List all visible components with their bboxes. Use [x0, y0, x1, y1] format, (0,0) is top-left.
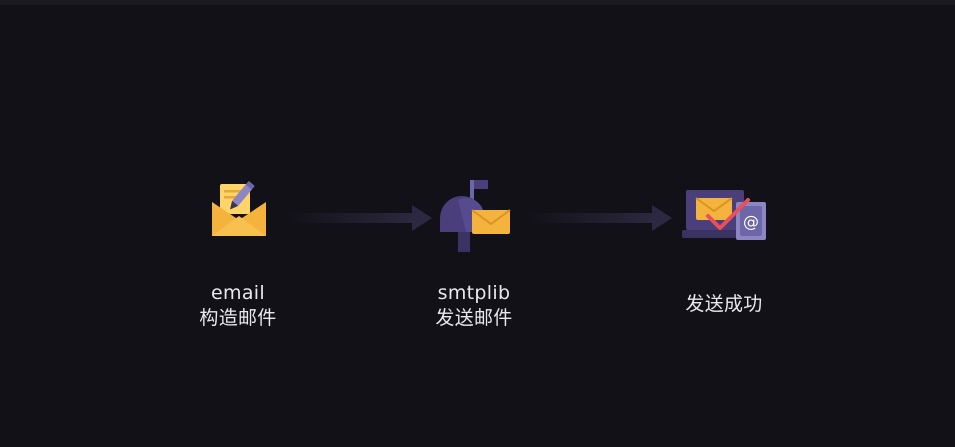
step-2-title: smtplib [437, 282, 511, 304]
flow-arrow-2 [528, 203, 674, 237]
svg-text:@: @ [743, 212, 759, 231]
step-1-subtitle: 构造邮件 [199, 307, 277, 329]
laptop-mail-sent-icon: @ [682, 184, 772, 248]
step-1-title: email [211, 282, 265, 304]
window-top-strip [0, 0, 955, 5]
step-3-label: 发送成功 [664, 292, 784, 317]
step-2-subtitle: 发送邮件 [435, 307, 513, 329]
mailbox-icon [436, 176, 516, 256]
step-1-label: email 构造邮件 [178, 281, 298, 331]
flow-arrow-1 [288, 203, 434, 237]
envelope-letter-pencil-icon [208, 180, 270, 240]
step-3-subtitle: 发送成功 [685, 293, 763, 315]
step-2-label: smtplib 发送邮件 [414, 281, 534, 331]
